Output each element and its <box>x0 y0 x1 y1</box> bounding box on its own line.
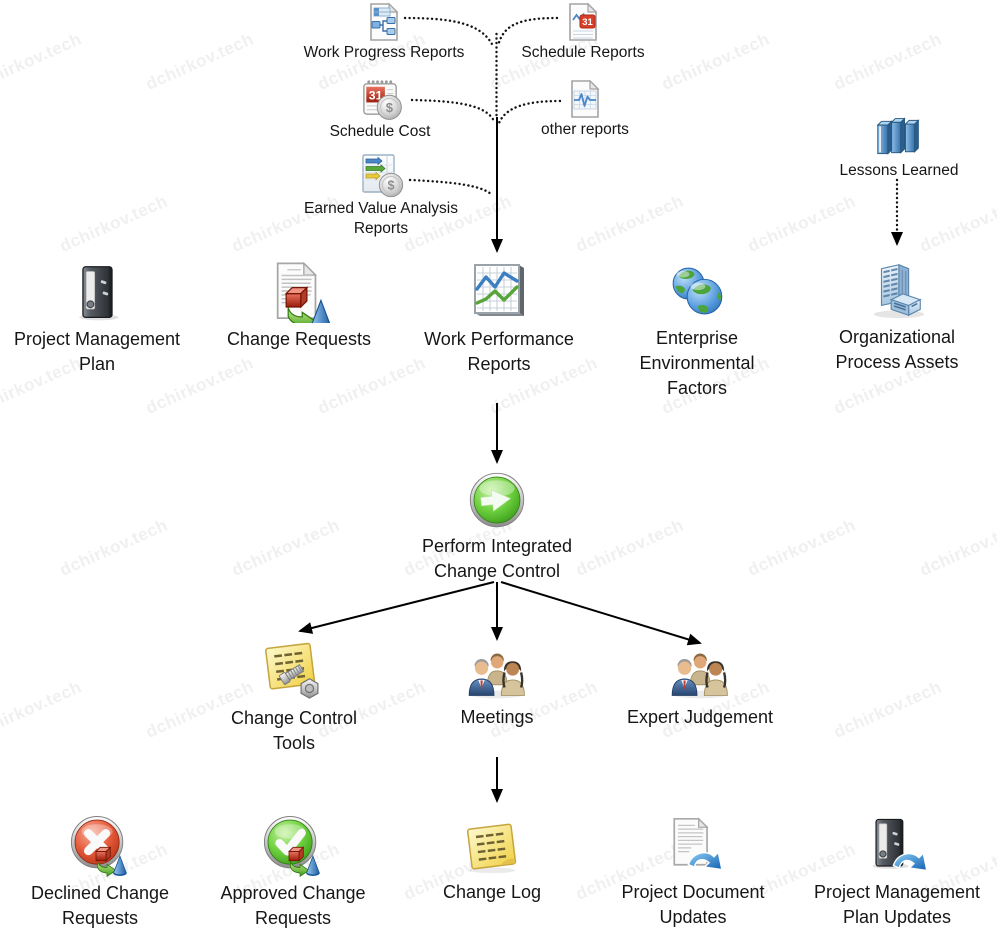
node-label: Expert Judgement <box>626 707 774 727</box>
building-icon <box>782 259 997 321</box>
node-label: Earned Value Analysis Reports <box>304 200 458 237</box>
node-schedule-reports: 31 Schedule Reports <box>468 2 698 63</box>
line-chart-icon <box>384 259 614 323</box>
connector-process-to-change-control-tools <box>298 581 495 634</box>
globes-icon <box>582 262 812 322</box>
node-label: Project Management Plan <box>13 329 181 374</box>
node-enterprise-environmental-factors: Enterprise Environmental Factors <box>582 262 812 401</box>
change-document-icon <box>184 261 414 323</box>
svg-text:31: 31 <box>582 17 593 28</box>
connector-schedule-cost-to-merge <box>410 98 496 123</box>
node-other-reports: other reports <box>470 79 700 140</box>
connector-schedule-reports-to-merge <box>496 16 559 48</box>
node-lessons-learned: Lessons Learned <box>784 114 997 181</box>
node-label: Declined Change Requests <box>30 883 170 928</box>
calendar-report-icon: 31 <box>468 2 698 42</box>
node-label: Change Control Tools <box>230 708 358 753</box>
node-change-log: Change Log <box>377 819 607 905</box>
yellow-note-icon <box>377 819 607 876</box>
books-icon <box>784 114 997 160</box>
connector-work-progress-to-merge <box>403 16 495 48</box>
node-schedule-cost: 31 Schedule Cost <box>265 76 495 142</box>
green-check-change-icon <box>178 815 408 877</box>
node-organizational-process-assets: Organizational Process Assets <box>782 259 997 375</box>
node-label: Project Document Updates <box>621 882 765 927</box>
node-label: Meetings <box>460 707 534 727</box>
svg-text:31: 31 <box>368 88 382 102</box>
flowchart-report-icon <box>269 2 499 42</box>
node-meetings: Meetings <box>382 645 612 730</box>
node-project-document-updates: Project Document Updates <box>578 816 808 930</box>
node-declined-change-requests: Declined Change Requests <box>0 815 215 931</box>
gantt-cost-icon <box>266 152 496 198</box>
red-x-change-icon <box>0 815 215 877</box>
node-work-performance-reports: Work Performance Reports <box>384 259 614 377</box>
node-earned-value-analysis-reports: Earned Value Analysis Reports <box>266 152 496 239</box>
green-arrow-button-icon <box>382 470 612 530</box>
node-label: Approved Change Requests <box>220 883 366 928</box>
node-label: Schedule Cost <box>329 123 431 140</box>
node-label: Lessons Learned <box>839 162 959 179</box>
node-label: Enterprise Environmental Factors <box>639 328 755 398</box>
node-change-requests: Change Requests <box>184 261 414 352</box>
node-label: Schedule Reports <box>521 44 645 61</box>
node-approved-change-requests: Approved Change Requests <box>178 815 408 931</box>
node-label: Work Progress Reports <box>303 44 465 61</box>
connector-other-reports-to-merge <box>497 99 562 125</box>
node-label: Change Log <box>442 882 542 902</box>
people-group-icon <box>382 645 612 701</box>
binder-icon <box>0 263 212 323</box>
node-label: other reports <box>541 121 629 138</box>
note-and-bolt-icon <box>179 640 409 702</box>
node-label: Perform Integrated Change Control <box>421 536 573 581</box>
node-work-progress-reports: Work Progress Reports <box>269 2 499 63</box>
calendar-cost-icon: 31 <box>265 76 495 121</box>
node-label: Organizational Process Assets <box>835 327 959 372</box>
pulse-report-icon <box>470 79 700 119</box>
node-label: Work Performance Reports <box>424 329 574 374</box>
node-perform-integrated-change-control: Perform Integrated Change Control <box>382 470 612 584</box>
node-change-control-tools: Change Control Tools <box>179 640 409 756</box>
node-label: Project Management Plan Updates <box>813 882 981 927</box>
node-expert-judgement: Expert Judgement <box>585 645 815 730</box>
node-project-management-plan: Project Management Plan <box>0 263 212 377</box>
connector-process-to-expert-judgement <box>500 581 702 646</box>
node-label: Change Requests <box>226 329 372 349</box>
binder-update-icon <box>782 816 997 876</box>
node-project-management-plan-updates: Project Management Plan Updates <box>782 816 997 930</box>
people-group-icon <box>585 645 815 701</box>
document-update-icon <box>578 816 808 876</box>
